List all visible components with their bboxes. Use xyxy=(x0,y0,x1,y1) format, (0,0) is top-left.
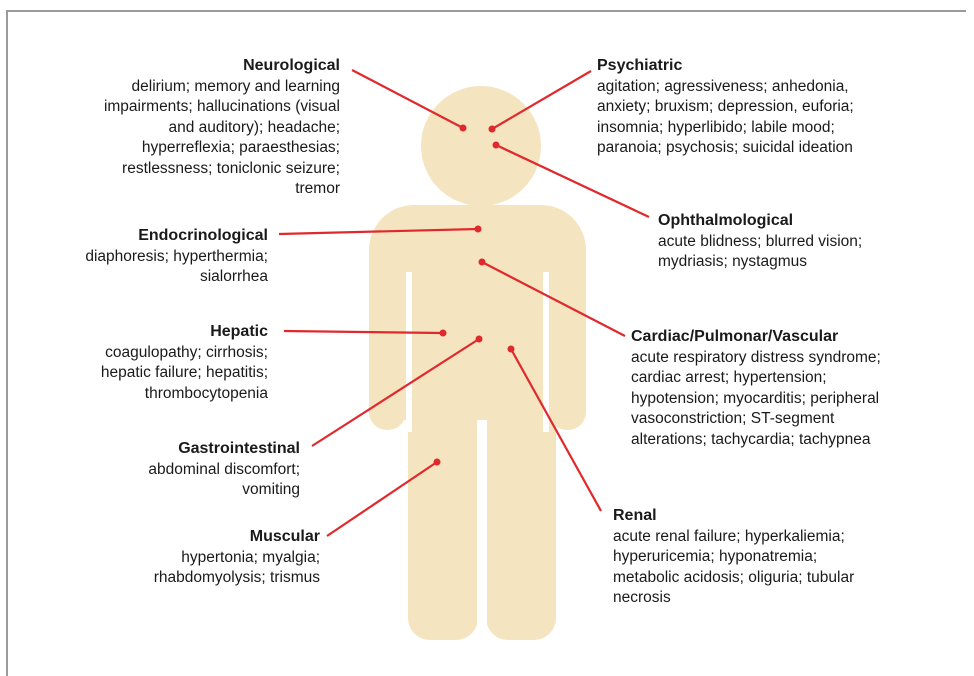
head xyxy=(421,86,541,206)
psychiatric-block: Psychiatric agitation; agressiveness; an… xyxy=(597,56,854,159)
endocrinological-title: Endocrinological xyxy=(85,226,268,247)
hepatic-description: coagulopathy; cirrhosis; hepatic failure… xyxy=(101,343,268,405)
renal-description: acute renal failure; hyperkaliemia; hype… xyxy=(613,527,854,609)
marker-gastrointestinal xyxy=(476,336,483,343)
muscular-title: Muscular xyxy=(154,527,320,548)
gastrointestinal-title: Gastrointestinal xyxy=(148,439,300,460)
cardiac-description: acute respiratory distress syndrome; car… xyxy=(631,348,881,451)
marker-renal xyxy=(508,346,515,353)
endocrinological-block: Endocrinological diaphoresis; hypertherm… xyxy=(85,226,268,288)
human-silhouette xyxy=(369,86,586,645)
gastrointestinal-block: Gastrointestinal abdominal discomfort; v… xyxy=(148,439,300,501)
muscular-block: Muscular hypertonia; myalgia; rhabdomyol… xyxy=(154,527,320,589)
renal-block: Renal acute renal failure; hyperkaliemia… xyxy=(613,506,854,609)
endocrinological-description: diaphoresis; hyperthermia; sialorrhea xyxy=(85,247,268,288)
marker-endocrinological xyxy=(475,226,482,233)
cardiac-block: Cardiac/Pulmonar/Vascular acute respirat… xyxy=(631,327,881,450)
psychiatric-title: Psychiatric xyxy=(597,56,854,77)
neurological-block: Neurological delirium; memory and learni… xyxy=(104,56,340,200)
cardiac-title: Cardiac/Pulmonar/Vascular xyxy=(631,327,881,348)
ophthalmological-title: Ophthalmological xyxy=(658,211,862,232)
marker-hepatic xyxy=(440,330,447,337)
hepatic-title: Hepatic xyxy=(101,322,268,343)
ophthalmological-description: acute blidness; blurred vision; mydriasi… xyxy=(658,232,862,273)
marker-ophthalmological xyxy=(493,142,500,149)
psychiatric-description: agitation; agressiveness; anhedonia, anx… xyxy=(597,77,854,159)
marker-neurological xyxy=(460,125,467,132)
hepatic-block: Hepatic coagulopathy; cirrhosis; hepatic… xyxy=(101,322,268,404)
renal-title: Renal xyxy=(613,506,854,527)
muscular-description: hypertonia; myalgia; rhabdomyolysis; tri… xyxy=(154,548,320,589)
gastrointestinal-description: abdominal discomfort; vomiting xyxy=(148,460,300,501)
leg-gap xyxy=(477,420,487,645)
marker-muscular xyxy=(434,459,441,466)
left-arm xyxy=(369,260,406,430)
neurological-description: delirium; memory and learning impairment… xyxy=(104,77,340,200)
neurological-title: Neurological xyxy=(104,56,340,77)
marker-cardiac xyxy=(479,259,486,266)
marker-psychiatric xyxy=(489,126,496,133)
left-leg xyxy=(408,360,478,640)
ophthalmological-block: Ophthalmological acute blidness; blurred… xyxy=(658,211,862,273)
arm-gap-left xyxy=(406,272,412,432)
